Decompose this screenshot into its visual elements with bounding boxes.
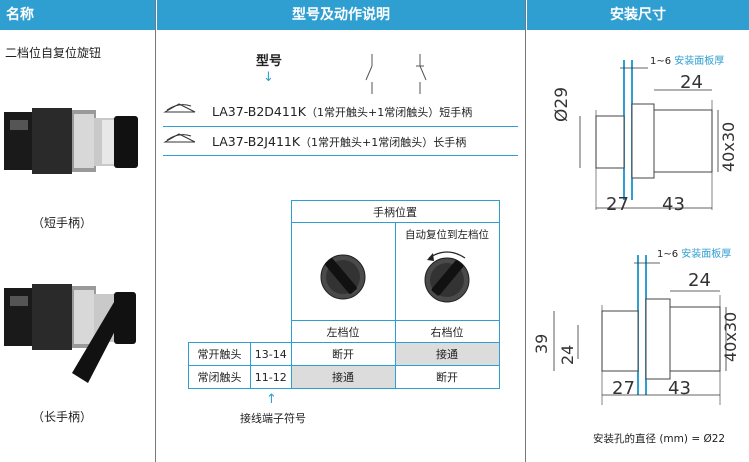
row1-terminal: 13-14 bbox=[250, 342, 292, 366]
panel-thickness-value: 1~6 bbox=[650, 56, 672, 67]
right-position-label: 右档位 bbox=[394, 320, 500, 343]
dim-bottom-24v: 24 bbox=[558, 344, 577, 365]
model-arrow: ↓ bbox=[263, 70, 274, 85]
row1-name: 常开触头 bbox=[188, 342, 251, 366]
short-handle-switch-image bbox=[4, 108, 138, 174]
dimension-drawing-bottom bbox=[553, 255, 727, 405]
row2-terminal: 11-12 bbox=[250, 365, 292, 389]
column-divider-1 bbox=[155, 0, 156, 462]
model-divider-2 bbox=[163, 155, 518, 156]
left-position-cell bbox=[290, 222, 396, 321]
caption-long: （长手柄） bbox=[32, 410, 93, 424]
knob-long-icon bbox=[163, 133, 196, 143]
right-position-cell: 自动复位到左档位 bbox=[394, 222, 500, 321]
table-title: 手柄位置 bbox=[290, 200, 500, 223]
row2-right: 断开 bbox=[394, 365, 500, 389]
row1-left: 断开 bbox=[290, 342, 396, 366]
model-desc-2: （1常开触头+1常闭触头）长手柄 bbox=[300, 136, 467, 149]
caption-short: （短手柄） bbox=[32, 216, 93, 230]
dim-bottom-24: 24 bbox=[688, 270, 711, 291]
knob-left-icon bbox=[320, 254, 366, 300]
left-position-label: 左档位 bbox=[290, 320, 396, 343]
terminal-label: 接线端子符号 bbox=[240, 412, 306, 425]
model-row-2: LA37-B2J411K（1常开触头+1常闭触头）长手柄 bbox=[212, 134, 466, 150]
dim-top-40: 40x30 bbox=[719, 121, 738, 172]
header-install: 安装尺寸 bbox=[527, 0, 749, 30]
row2-name: 常闭触头 bbox=[188, 365, 251, 389]
position-table: 手柄位置 自动复位到左档位 左档位 右档位 常开 bbox=[188, 200, 500, 389]
row2-left: 接通 bbox=[290, 365, 396, 389]
dim-bottom-39: 39 bbox=[532, 333, 551, 354]
terminal-arrow: ↑ bbox=[266, 392, 277, 407]
dim-top-29: Ø29 bbox=[552, 86, 572, 122]
contact-symbol bbox=[365, 54, 427, 94]
row1-right: 接通 bbox=[394, 342, 500, 366]
model-code-1: LA37-B2D411K bbox=[212, 104, 306, 119]
model-desc-1: （1常开触头+1常闭触头）短手柄 bbox=[305, 106, 473, 119]
product-name: 二档位自复位旋钮 bbox=[5, 46, 102, 60]
column-divider-2 bbox=[525, 0, 526, 462]
dim-bottom-43: 43 bbox=[668, 378, 691, 399]
dim-top-24: 24 bbox=[680, 72, 703, 93]
dim-bottom-27: 27 bbox=[612, 378, 635, 399]
panel-thickness-value-2: 1~6 bbox=[657, 249, 679, 260]
dim-top-43: 43 bbox=[662, 194, 685, 215]
header-model: 型号及动作说明 bbox=[157, 0, 525, 30]
model-row-1: LA37-B2D411K（1常开触头+1常闭触头）短手柄 bbox=[212, 104, 472, 120]
dim-bottom-40: 40x30 bbox=[721, 311, 740, 362]
knob-short-icon bbox=[163, 103, 196, 113]
model-divider-1 bbox=[163, 126, 518, 127]
model-code-2: LA37-B2J411K bbox=[212, 134, 301, 149]
long-handle-switch-image bbox=[4, 284, 136, 383]
knob-right-icon bbox=[424, 250, 470, 302]
panel-thickness-bottom: 1~6 安装面板厚 bbox=[657, 245, 731, 260]
header-name: 名称 bbox=[0, 0, 155, 30]
auto-return-label: 自动复位到左档位 bbox=[405, 228, 489, 241]
model-label: 型号 bbox=[256, 54, 283, 69]
dimension-drawing-top bbox=[579, 60, 719, 210]
panel-thickness-label: 安装面板厚 bbox=[674, 56, 725, 67]
panel-thickness-top: 1~6 安装面板厚 bbox=[650, 52, 724, 67]
dim-top-27: 27 bbox=[606, 194, 629, 215]
panel-thickness-label-2: 安装面板厚 bbox=[681, 249, 732, 260]
hole-diameter-note: 安装孔的直径 (mm) = Ø22 bbox=[593, 433, 726, 445]
